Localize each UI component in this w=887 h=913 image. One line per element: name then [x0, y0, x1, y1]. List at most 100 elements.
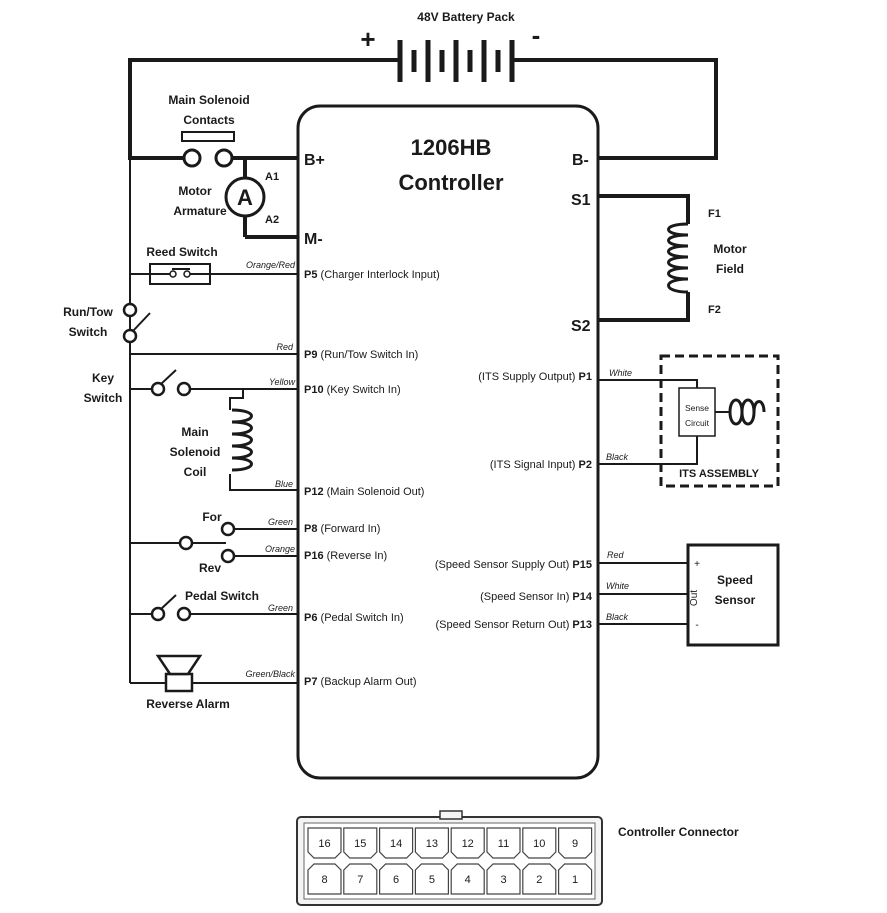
pin-label-p13: (Speed Sensor Return Out) P13	[435, 619, 592, 631]
connector-pin-number: 5	[429, 874, 435, 886]
connector-pin-number: 11	[498, 838, 509, 850]
pin-label-p7: P7 (Backup Alarm Out)	[304, 676, 417, 688]
wire-color-p2: Black	[606, 452, 629, 462]
pin-label-p10: P10 (Key Switch In)	[304, 384, 401, 396]
pin-label-p14: (Speed Sensor In) P14	[480, 591, 593, 603]
pin-p10: P10	[304, 384, 324, 396]
controller-connector-label: Controller Connector	[618, 825, 739, 839]
pin-label-p2: (ITS Signal Input) P2	[490, 459, 592, 471]
wire-color-p6: Green	[268, 603, 293, 613]
speed-sensor-minus: -	[695, 620, 698, 631]
run-tow-label-1: Run/Tow	[63, 305, 113, 319]
its-coil-icon	[728, 398, 766, 426]
pin-p1: P1	[579, 371, 592, 383]
pin-p1-desc: (ITS Supply Output)	[478, 371, 575, 383]
connector-pin-cell	[558, 863, 593, 895]
connector-pin-cell	[343, 863, 378, 895]
terminal-bplus: B+	[304, 152, 325, 169]
pedal-switch-label: Pedal Switch	[185, 589, 259, 603]
pin-p13-desc: (Speed Sensor Return Out)	[435, 619, 569, 631]
connector-pin-number: 7	[357, 874, 363, 886]
pin-p7: P7	[304, 676, 317, 688]
connector-pin-number: 9	[572, 838, 578, 850]
connector-pin-cell	[343, 827, 378, 859]
speed-sensor-box	[686, 543, 780, 647]
sense-circuit-label-2: Circuit	[685, 418, 710, 428]
pin-p13: P13	[572, 619, 592, 631]
key-switch-label-2: Switch	[84, 391, 123, 405]
solenoid-coil-icon	[231, 408, 253, 472]
terminal-mminus: M-	[304, 231, 323, 248]
connector-pin-number: 16	[318, 838, 330, 850]
wire-color-p16: Orange	[265, 544, 295, 554]
connector-pin-cell	[379, 863, 414, 895]
connector-pin-cell	[522, 863, 557, 895]
connector-pin-number: 1	[572, 874, 578, 886]
wire-color-p14: White	[606, 581, 629, 591]
pin-label-p1: (ITS Supply Output) P1	[478, 371, 592, 383]
armature-wires	[243, 158, 298, 239]
pin-p12: P12	[304, 486, 324, 498]
battery-minus: -	[532, 20, 541, 50]
speed-sensor-label-2: Sensor	[715, 593, 756, 607]
connector-pin-cell	[486, 863, 521, 895]
connector-pin-cell	[450, 863, 485, 895]
pin-p12-desc: (Main Solenoid Out)	[327, 486, 425, 498]
pin-label-p9: P9 (Run/Tow Switch In)	[304, 349, 418, 361]
controller-body	[296, 104, 600, 780]
connector-pin-cell	[307, 863, 342, 895]
key-switch-icon	[150, 369, 192, 397]
connector-pin-cell	[307, 827, 342, 859]
connector-pin-cell	[414, 863, 449, 895]
field-f2-label: F2	[708, 304, 721, 316]
pin-p14: P14	[572, 591, 592, 603]
connector-pin-number: 2	[536, 874, 542, 886]
motor-armature-label-1: Motor	[178, 184, 212, 198]
connector-pin-cell	[414, 827, 449, 859]
main-solenoid-coil-label-1: Main	[181, 425, 208, 439]
wire-color-p9: Red	[276, 342, 294, 352]
pin-p15: P15	[572, 559, 592, 571]
pin-label-p5: P5 (Charger Interlock Input)	[304, 269, 440, 281]
armature-symbol: A	[237, 185, 253, 210]
armature-a2-label: A2	[265, 214, 279, 226]
connector-pin-cell	[486, 827, 521, 859]
run-tow-label-2: Switch	[69, 325, 108, 339]
connector-pin-number: 12	[462, 838, 474, 850]
connector-pin-number: 15	[354, 838, 366, 850]
main-solenoid-contacts-label-2: Contacts	[183, 113, 235, 127]
reverse-alarm-label: Reverse Alarm	[146, 697, 230, 711]
pin-p6: P6	[304, 612, 317, 624]
pin-p5: P5	[304, 269, 317, 281]
wire-color-p8: Green	[268, 517, 293, 527]
pin-p8-desc: (Forward In)	[321, 523, 381, 535]
connector-pin-number: 13	[426, 838, 438, 850]
wire-color-p1: White	[609, 368, 632, 378]
pin-p14-desc: (Speed Sensor In)	[480, 591, 569, 603]
pedal-switch-icon	[150, 594, 192, 622]
connector-pin-number: 4	[465, 874, 471, 886]
pin-p7-desc: (Backup Alarm Out)	[321, 676, 417, 688]
controller-title-line2: Controller	[398, 170, 504, 195]
reed-switch-label: Reed Switch	[146, 245, 217, 259]
connector-pin-number: 10	[533, 838, 545, 850]
field-f1-label: F1	[708, 208, 721, 220]
pin-p9-desc: (Run/Tow Switch In)	[321, 349, 419, 361]
pin-p2: P2	[579, 459, 592, 471]
sense-circuit-label-1: Sense	[685, 403, 709, 413]
main-solenoid-contacts-label-1: Main Solenoid	[168, 93, 249, 107]
connector-pin-cell	[558, 827, 593, 859]
pin-p10-desc: (Key Switch In)	[327, 384, 401, 396]
reed-switch-icon	[149, 263, 211, 285]
terminal-s1: S1	[571, 192, 591, 209]
motor-field-label-2: Field	[716, 262, 744, 276]
wire-color-p7: Green/Black	[245, 669, 295, 679]
rev-label: Rev	[199, 561, 221, 575]
connector-pin-cell	[522, 827, 557, 859]
wire-color-p13: Black	[606, 612, 629, 622]
pin-p16: P16	[304, 550, 324, 562]
pin-p8: P8	[304, 523, 317, 535]
speed-sensor-out: Out	[689, 590, 700, 606]
armature-icon	[224, 176, 266, 218]
battery-label: 48V Battery Pack	[417, 10, 515, 24]
